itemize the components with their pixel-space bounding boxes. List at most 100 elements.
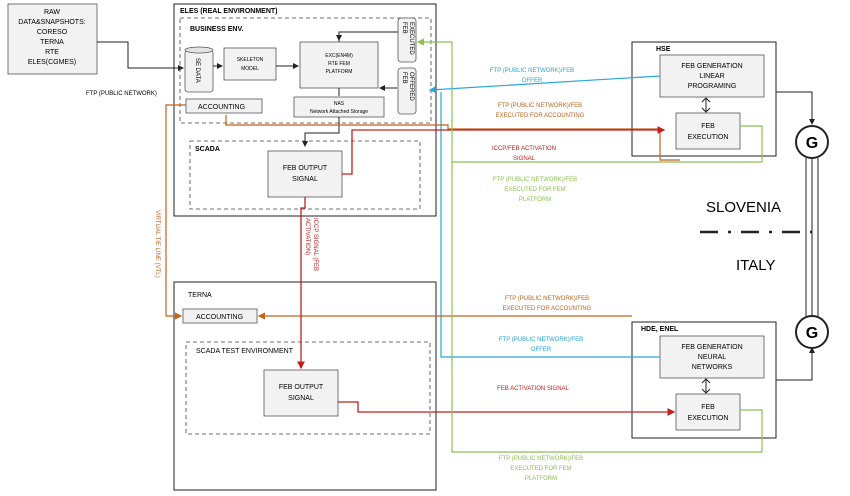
- ftp-fem-bottom-label: EXECUTED FOR FEM: [510, 466, 571, 472]
- hse-feb-generation-line: LINEAR: [699, 73, 724, 80]
- raw-data-line: ELES(CGMES): [28, 59, 76, 66]
- hse-panel: [631, 41, 777, 157]
- hse-feb-execution-line: FEB: [701, 123, 715, 130]
- hde-feb-execution-line: FEB: [701, 404, 715, 411]
- feb-executed-cylinder: [397, 17, 417, 63]
- nas-line: Network Attached Storage: [310, 109, 368, 115]
- feb-executed-line: FEB: [401, 22, 407, 34]
- hse-feb-generation-box: [659, 54, 765, 98]
- hse-accounting-stub: [659, 131, 680, 161]
- raw-data-line: CORESO: [37, 29, 68, 36]
- hse-feb-generation-line: FEB GENERATION: [681, 63, 742, 70]
- ftp-offer-top-line: [428, 75, 661, 94]
- hse-to-generator-arrow: [776, 91, 815, 125]
- ftp-fem-top-label: PLATFORM: [519, 197, 551, 203]
- hde-to-generator-arrow: [776, 347, 815, 381]
- ftp-fem-bottom-label: FTP (PUBLIC NETWORK)/FEB: [499, 456, 583, 462]
- ftp-fem-top-label: FTP (PUBLIC NETWORK)/FEB: [493, 177, 577, 183]
- skeleton-model-line: MODEL: [241, 66, 259, 72]
- eles-panel: [173, 3, 437, 217]
- ftp-offer-bottom-line: [440, 92, 660, 358]
- hse-feb-generation-line: PROGRAMING: [688, 83, 737, 90]
- ftp-offer-bottom-label: OFFER: [531, 347, 552, 353]
- se-data-label: SE DATA: [194, 58, 200, 83]
- eles-accounting-box: [185, 98, 263, 114]
- hde-bidirectional-arrow: [701, 378, 711, 394]
- eles-feb-output-line: SIGNAL: [292, 176, 318, 183]
- iccp-activation-line: [342, 126, 666, 175]
- generator-slovenia-label: G: [806, 135, 818, 152]
- nas-to-scada-arrow: [302, 117, 340, 147]
- business-env-frame: [179, 17, 432, 124]
- ftp-accounting-top-label: EXECUTED FOR ACCOUNTING: [496, 113, 585, 119]
- feb-offered-cylinder: [397, 67, 417, 115]
- terna-feb-output-line: FEB OUTPUT: [279, 384, 324, 391]
- exc-platform-line: PLATFORM: [326, 69, 353, 75]
- feb-offered-line: FEB: [401, 72, 407, 84]
- generator-italy-label: G: [806, 325, 818, 342]
- skeleton-model-box: [223, 47, 277, 81]
- raw-data-box: [7, 3, 98, 75]
- feb-offered-line: OFFERED: [408, 72, 414, 101]
- raw-data-line: RTE: [45, 49, 59, 56]
- scada-title: SCADA: [195, 146, 220, 153]
- eles-title: ELES (REAL ENVIRONMENT): [180, 8, 278, 15]
- exc-platform-line: EXC(EN4M): [325, 53, 353, 59]
- feb-activation-line: [338, 401, 676, 416]
- ftp-fem-bottom-line: [451, 162, 763, 453]
- exc-platform-box: [299, 41, 379, 89]
- nas-line: NAS: [334, 101, 345, 107]
- raw-data-arrow: [97, 41, 184, 71]
- hse-title: HSE: [656, 46, 671, 53]
- virtual-tie-line: [165, 104, 186, 320]
- hde-feb-execution-line: EXECUTION: [688, 415, 729, 422]
- hse-bidirectional-arrow: [701, 97, 711, 113]
- ftp-accounting-top-line: [225, 115, 660, 130]
- iccp-vertical-label: ICCP SIGNAL (FEB: [312, 218, 318, 271]
- exc-to-executed-line: [338, 31, 404, 42]
- ftp-fem-top-label: EXECUTED FOR FEM: [504, 187, 565, 193]
- terna-feb-output-line: SIGNAL: [288, 395, 314, 402]
- terna-accounting-label: ACCOUNTING: [196, 314, 243, 321]
- raw-data-line: RAW: [44, 9, 60, 16]
- generator-italy: [795, 315, 829, 349]
- virtual-tie-line-label: VIRTUAL TIE LINE (VTL): [154, 210, 160, 278]
- ftp-accounting-bottom-label: EXECUTED FOR ACCOUNTING: [503, 306, 592, 312]
- hde-title: HDE, ENEL: [641, 326, 679, 333]
- terna-accounting-box: [182, 308, 258, 324]
- hde-feb-generation-line: NETWORKS: [692, 364, 733, 371]
- iccp-vertical-label: ACTIVATION): [304, 218, 310, 255]
- se-data-cylinder-top: [184, 46, 214, 54]
- feb-executed-line: EXECUTED: [408, 22, 414, 55]
- iccp-activation-label: ICCP/FEB ACTIVATION: [492, 146, 556, 152]
- hde-feb-generation-line: FEB GENERATION: [681, 344, 742, 351]
- hse-feb-execution-box: [675, 112, 741, 150]
- ftp-fem-top-line: [416, 38, 763, 163]
- terna-panel: [173, 281, 437, 491]
- eles-accounting-label: ACCOUNTING: [198, 104, 245, 111]
- iccp-activation-label: SIGNAL: [513, 156, 536, 162]
- iccp-vertical-line: [297, 197, 306, 370]
- eles-feb-output-box: [267, 150, 343, 198]
- hde-feb-generation-line: NEURAL: [698, 354, 727, 361]
- ftp-offer-top-label: FTP (PUBLIC NETWORK)/FEB: [490, 68, 574, 74]
- skeleton-model-line: SKELETON: [237, 57, 264, 63]
- scada-test-frame: [185, 341, 431, 435]
- exc-platform-line: RTE FEM: [328, 61, 350, 67]
- ftp-accounting-bottom-label: FTP (PUBLIC NETWORK)/FEB: [505, 296, 589, 302]
- hde-feb-generation-box: [659, 335, 765, 379]
- scada-frame: [189, 140, 421, 210]
- generator-slovenia: [795, 125, 829, 159]
- ftp-public-network-label: FTP (PUBLIC NETWORK): [86, 91, 157, 97]
- ftp-fem-bottom-label: PLATFORM: [525, 476, 557, 482]
- ftp-offer-bottom-label: FTP (PUBLIC NETWORK)/FEB: [499, 337, 583, 343]
- eles-feb-output-line: FEB OUTPUT: [283, 165, 328, 172]
- scada-test-title: SCADA TEST ENVIRONMENT: [196, 348, 294, 355]
- country-slovenia: SLOVENIA: [706, 199, 781, 216]
- feb-activation-label: FEB ACTIVATION SIGNAL: [497, 386, 569, 392]
- country-italy: ITALY: [736, 257, 775, 274]
- raw-data-line: TERNA: [40, 39, 64, 46]
- business-env-title: BUSINESS ENV.: [190, 26, 243, 33]
